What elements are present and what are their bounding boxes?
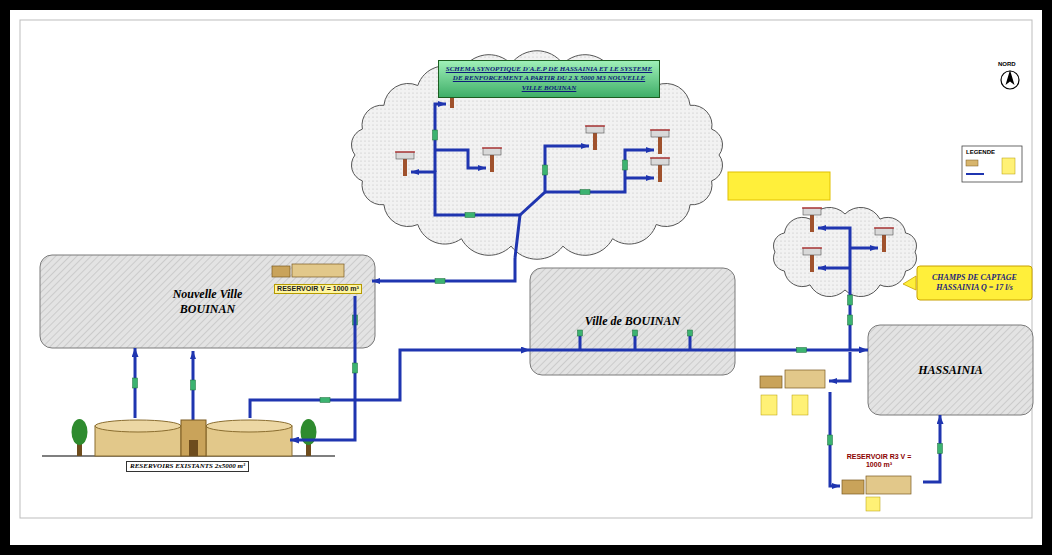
- reservoir-node: RESERVOIR V = 1000 m³: [268, 262, 368, 296]
- valve-mark: [797, 347, 807, 352]
- reservoir-node: RESERVOIR R3 V = 1000 m³: [835, 452, 923, 502]
- callout-pointer: [903, 276, 916, 290]
- node-label: RESERVOIR V = 1000 m³: [274, 284, 362, 294]
- north-compass: [1001, 70, 1019, 89]
- valve-mark: [320, 398, 330, 403]
- pipe: [850, 247, 878, 250]
- pipe: [192, 351, 195, 420]
- pipe: [634, 336, 637, 350]
- valve-mark: [848, 315, 853, 325]
- node-label: Nouvelle Ville BOUINAN: [148, 287, 268, 317]
- valve-mark: [465, 213, 475, 218]
- pipe: [818, 228, 850, 350]
- legend-box: [962, 146, 1022, 182]
- borehole-symbol: [802, 248, 822, 272]
- callout-shape: [917, 266, 1032, 300]
- empty-callout: [728, 172, 830, 200]
- district-zone: Nouvelle Ville BOUINAN: [40, 255, 375, 348]
- pipe: [435, 150, 486, 168]
- well-field-cloud: [774, 207, 917, 296]
- water-pipe: [250, 350, 530, 418]
- valve-mark: [133, 378, 138, 388]
- sheet: [10, 10, 1042, 545]
- node-label: Ville de BOUINAN: [585, 314, 680, 329]
- valve-mark: [623, 160, 628, 170]
- valve-mark: [848, 295, 853, 305]
- water-pipe: [735, 348, 868, 351]
- existing-tanks: [42, 420, 335, 456]
- borehole-symbol: [395, 152, 415, 176]
- valve-mark: [688, 330, 693, 336]
- district-zone: Ville de BOUINAN: [530, 268, 735, 375]
- pipe: [372, 258, 515, 281]
- source-callout: CHAMPS DE CAPTAGE HASSAINIA Q = 17 l/s: [917, 266, 1032, 300]
- diagram-title: SCHEMA SYNOPTIQUE D'A.E.P DE HASSAINIA E…: [438, 60, 660, 98]
- borehole-symbol: [650, 158, 670, 182]
- pumping-station: [760, 370, 825, 415]
- borehole-symbol: [802, 208, 822, 232]
- borehole-symbol: [874, 228, 894, 252]
- tank-group: RESERVOIRS EXISTANTS 2x5000 m³: [85, 418, 290, 474]
- valve-mark: [433, 130, 438, 140]
- pipe: [520, 146, 589, 215]
- node-label: HASSAINIA: [918, 363, 983, 378]
- pipe: [625, 177, 654, 180]
- pipe: [530, 349, 735, 352]
- valve-mark: [543, 165, 548, 175]
- district-zone: HASSAINIA: [868, 325, 1033, 415]
- borehole-symbol: [482, 148, 502, 172]
- zone-shape: [40, 255, 375, 348]
- valve-mark: [578, 330, 583, 336]
- water-pipe: [290, 296, 355, 440]
- valve-mark: [938, 444, 943, 454]
- static-pipes: [193, 104, 878, 486]
- well-field-clouds: [351, 51, 916, 297]
- node-label: CHAMPS DE CAPTAGE HASSAINIA Q = 17 l/s: [921, 273, 1028, 292]
- legend-heading: LEGENDE: [966, 149, 995, 155]
- borehole-symbol: [650, 130, 670, 154]
- well-symbols: [395, 84, 894, 272]
- node-label: RESERVOIRS EXISTANTS 2x5000 m³: [126, 461, 249, 472]
- well-field-cloud: [351, 51, 722, 259]
- valve-mark: [828, 435, 833, 445]
- borehole-symbol: [585, 126, 605, 150]
- valve-marks: [191, 130, 853, 445]
- zone-shape: [530, 268, 735, 375]
- pipe: [829, 352, 850, 381]
- pipe: [689, 336, 692, 350]
- sheet-frame: [20, 20, 1032, 518]
- pipe: [411, 172, 520, 258]
- water-pipe: [134, 348, 137, 418]
- valve-mark: [633, 330, 638, 336]
- reservoir-building: [272, 264, 344, 277]
- pipe: [818, 267, 850, 270]
- valve-mark: [435, 279, 445, 284]
- node-label: RESERVOIR R3 V = 1000 m³: [840, 453, 918, 470]
- zone-shape: [868, 325, 1033, 415]
- compass-label: NORD: [998, 61, 1016, 67]
- trees: [72, 419, 317, 456]
- valve-mark: [191, 380, 196, 390]
- pipe: [545, 150, 654, 192]
- valve-mark: [353, 363, 358, 373]
- valve-mark: [580, 190, 590, 195]
- reservoir-r3-building: [842, 476, 911, 511]
- pipe: [579, 336, 582, 350]
